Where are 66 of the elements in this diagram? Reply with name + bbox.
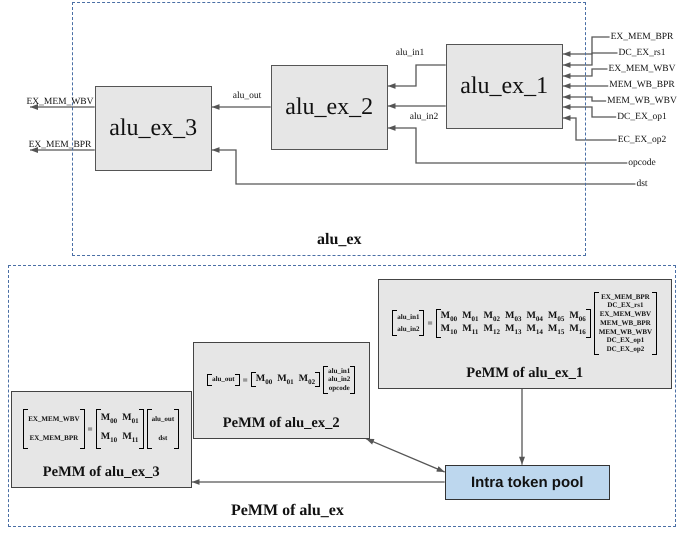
card-title: PeMM of alu_ex_1 (466, 364, 584, 382)
block-box: alu_ex_2 (270, 64, 388, 150)
matrix-entry: M$_{10}$ (440, 323, 458, 337)
matrix-entry: M$_{04}$ (526, 310, 543, 324)
arrow (562, 83, 608, 89)
matrix-entry: M$_{01}$ (277, 372, 294, 386)
matrix-entry: M$_{11}$ (122, 431, 138, 445)
signal-label: DC_EX_op1 (616, 111, 668, 123)
matrix-entry: M$_{15}$ (548, 323, 564, 337)
block-box: alu_ex_1 (446, 44, 563, 129)
signal-label: EX_MEM_WBV (607, 63, 677, 75)
signal-label: MEM_WB_BPR (608, 79, 676, 91)
signal-label: EC_EX_op2 (616, 134, 668, 146)
matrix-entry: M$_{00}$ (256, 372, 272, 386)
block-box: alu_ex_3 (94, 86, 212, 171)
edge-label: alu_in1 (394, 48, 426, 58)
module-frame (8, 265, 676, 527)
matrix-entry: M$_{01}$ (122, 412, 139, 426)
arrow (192, 479, 445, 485)
card-title: PeMM of alu_ex_2 (222, 414, 340, 432)
frame-title: PeMM of alu_ex (231, 502, 344, 520)
frame-title: alu_ex (317, 231, 362, 249)
equals-sign: = (242, 374, 248, 385)
arrow (212, 147, 636, 185)
signal-label: DC_EX_rs1 (618, 47, 666, 59)
matrix-entry: M$_{03}$ (504, 310, 522, 324)
arrow (212, 104, 271, 110)
matrix-entry: M$_{00}$ (100, 412, 118, 426)
matrix-entry: M$_{05}$ (548, 310, 564, 324)
matrix-entry: M$_{11}$ (462, 323, 478, 337)
matrix-entry: M$_{01}$ (462, 310, 479, 324)
matrix-entry: M$_{00}$ (440, 310, 458, 324)
matrix-entry: M$_{02}$ (484, 310, 500, 324)
edge-label: alu_in2 (408, 112, 440, 122)
matrix-entry: M$_{13}$ (504, 323, 522, 337)
signal-label: dst (635, 178, 649, 190)
arrow (562, 52, 618, 68)
arrow (388, 64, 446, 89)
equals-sign: = (427, 318, 433, 328)
matrix-entry: M$_{02}$ (298, 372, 316, 386)
pool-box: Intra token pool (444, 464, 610, 500)
arrow (388, 125, 628, 164)
arrow (562, 115, 617, 141)
matrix-entry: M$_{12}$ (484, 323, 500, 337)
arrow (562, 36, 610, 57)
matrix-entry: M$_{16}$ (569, 323, 586, 337)
matrix-entry: M$_{06}$ (569, 310, 586, 324)
arrow (388, 103, 446, 109)
matrix-entry: M$_{10}$ (100, 431, 118, 445)
edge-label: alu_out (232, 90, 262, 102)
equals-sign: = (88, 424, 93, 434)
signal-label: MEM_WB_WBV (606, 95, 678, 107)
double-arrow (366, 438, 445, 473)
card-title: PeMM of alu_ex_3 (42, 464, 160, 481)
matrix-card (192, 342, 370, 439)
arrow (562, 104, 616, 118)
matrix-card (378, 278, 672, 389)
signal-label: opcode (627, 157, 657, 169)
arrow (30, 147, 95, 153)
arrow (519, 388, 525, 465)
signal-label: EX_MEM_BPR (610, 31, 674, 43)
matrix-entry: M$_{14}$ (526, 323, 543, 337)
arrow (562, 68, 608, 79)
matrix-card (10, 390, 192, 488)
arrow (562, 94, 606, 102)
arrow (30, 104, 95, 110)
